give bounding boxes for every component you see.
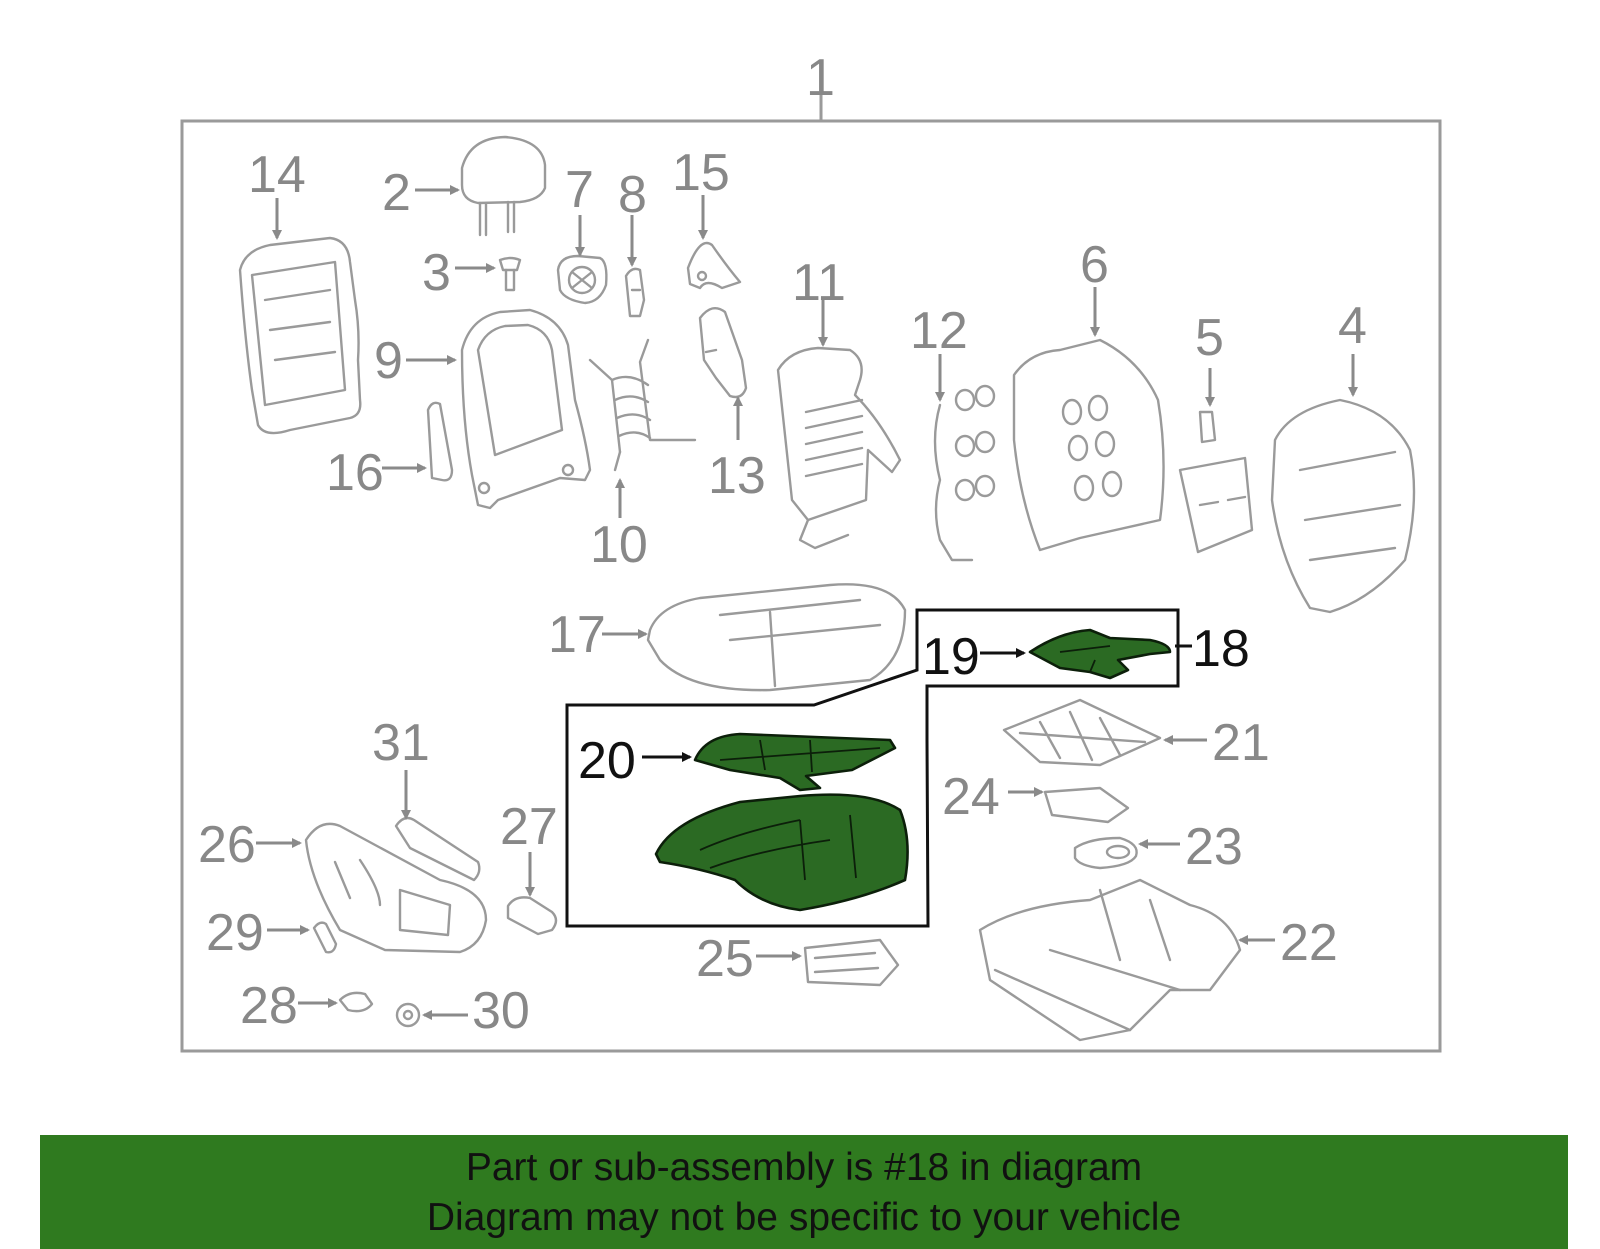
callout-8: 8: [618, 166, 647, 224]
callout-6: 6: [1080, 236, 1109, 294]
part-13-side-cover: [698, 306, 748, 399]
part-22-adjuster-track: [978, 878, 1242, 1042]
callout-11: 11: [792, 254, 846, 312]
callout-29: 29: [206, 904, 264, 962]
callout-2: 2: [382, 164, 411, 222]
part-27-switch: [506, 896, 558, 936]
callout-23: 23: [1185, 818, 1243, 876]
assembly-frame: [180, 119, 1442, 1053]
part-7-knob: [556, 254, 608, 305]
part-2-headrest: [460, 135, 547, 237]
part-15-cover: [686, 241, 742, 290]
part-29-knob: [312, 921, 338, 954]
part-8-bracket: [624, 267, 646, 318]
callout-9: 9: [374, 332, 403, 390]
callout-4: 4: [1338, 297, 1367, 355]
part-20-seat-pan: [693, 732, 897, 792]
callout-3: 3: [422, 244, 451, 302]
callout-13: 13: [708, 447, 766, 505]
part-24-module: [1043, 786, 1130, 824]
callout-15: 15: [672, 144, 730, 202]
part-28-button: [338, 991, 374, 1013]
banner-line-1: Part or sub-assembly is #18 in diagram: [465, 1146, 1143, 1189]
part-10-lumbar-support: [588, 338, 697, 472]
part-5-module: [1178, 410, 1254, 554]
part-30-nut: [395, 1002, 421, 1028]
leader-arrows-highlighted: [642, 644, 1192, 762]
part-4-back-cover: [1270, 398, 1416, 614]
callout-20: 20: [578, 732, 636, 790]
callout-labels-highlighted: 19 18 20: [578, 620, 1250, 790]
callout-28: 28: [240, 977, 298, 1035]
callout-24: 24: [942, 768, 1000, 826]
part-16-side-trim: [426, 401, 454, 482]
part-17-seat-cover: [646, 583, 907, 692]
part-9-back-frame: [460, 308, 592, 510]
banner-line-2: Diagram may not be specific to your vehi…: [426, 1196, 1182, 1239]
callout-30: 30: [472, 982, 530, 1040]
callout-7: 7: [565, 161, 594, 219]
part-12-sensor-harness: [933, 384, 996, 562]
callout-26: 26: [198, 816, 256, 874]
part-26-side-shield: [304, 822, 488, 954]
callout-18: 18: [1192, 620, 1250, 678]
part-23-motor: [1073, 836, 1138, 870]
highlight-group-box: [565, 608, 1180, 928]
callout-14: 14: [248, 146, 306, 204]
callout-17: 17: [548, 606, 606, 664]
part-6-back-cushion: [1012, 338, 1165, 552]
part-18-highlighted: [1028, 628, 1172, 680]
part-21-pan-frame: [1002, 698, 1162, 767]
callout-5: 5: [1195, 309, 1224, 367]
callout-31: 31: [372, 714, 430, 772]
part-25-switch-module: [803, 938, 900, 987]
callout-10: 10: [590, 516, 648, 574]
info-banner: Part or sub-assembly is #18 in diagram D…: [40, 1135, 1568, 1249]
callout-1: 1: [806, 49, 835, 107]
part-3-clip: [498, 256, 522, 292]
callout-27: 27: [500, 798, 558, 856]
callout-21: 21: [1212, 714, 1270, 772]
callout-22: 22: [1280, 914, 1338, 972]
callout-12: 12: [910, 302, 968, 360]
callout-labels: 14 2 7 8 15 3 9 16 10 13 11 12 6 5 4 17 …: [198, 144, 1367, 1040]
part-11-heater-pad: [776, 346, 902, 550]
callout-16: 16: [326, 444, 384, 502]
callout-19: 19: [922, 628, 980, 686]
part-20-seat-cushion: [654, 793, 909, 912]
leader-arrows: [256, 185, 1358, 1020]
part-14-back-panel: [238, 236, 362, 435]
callout-25: 25: [696, 930, 754, 988]
